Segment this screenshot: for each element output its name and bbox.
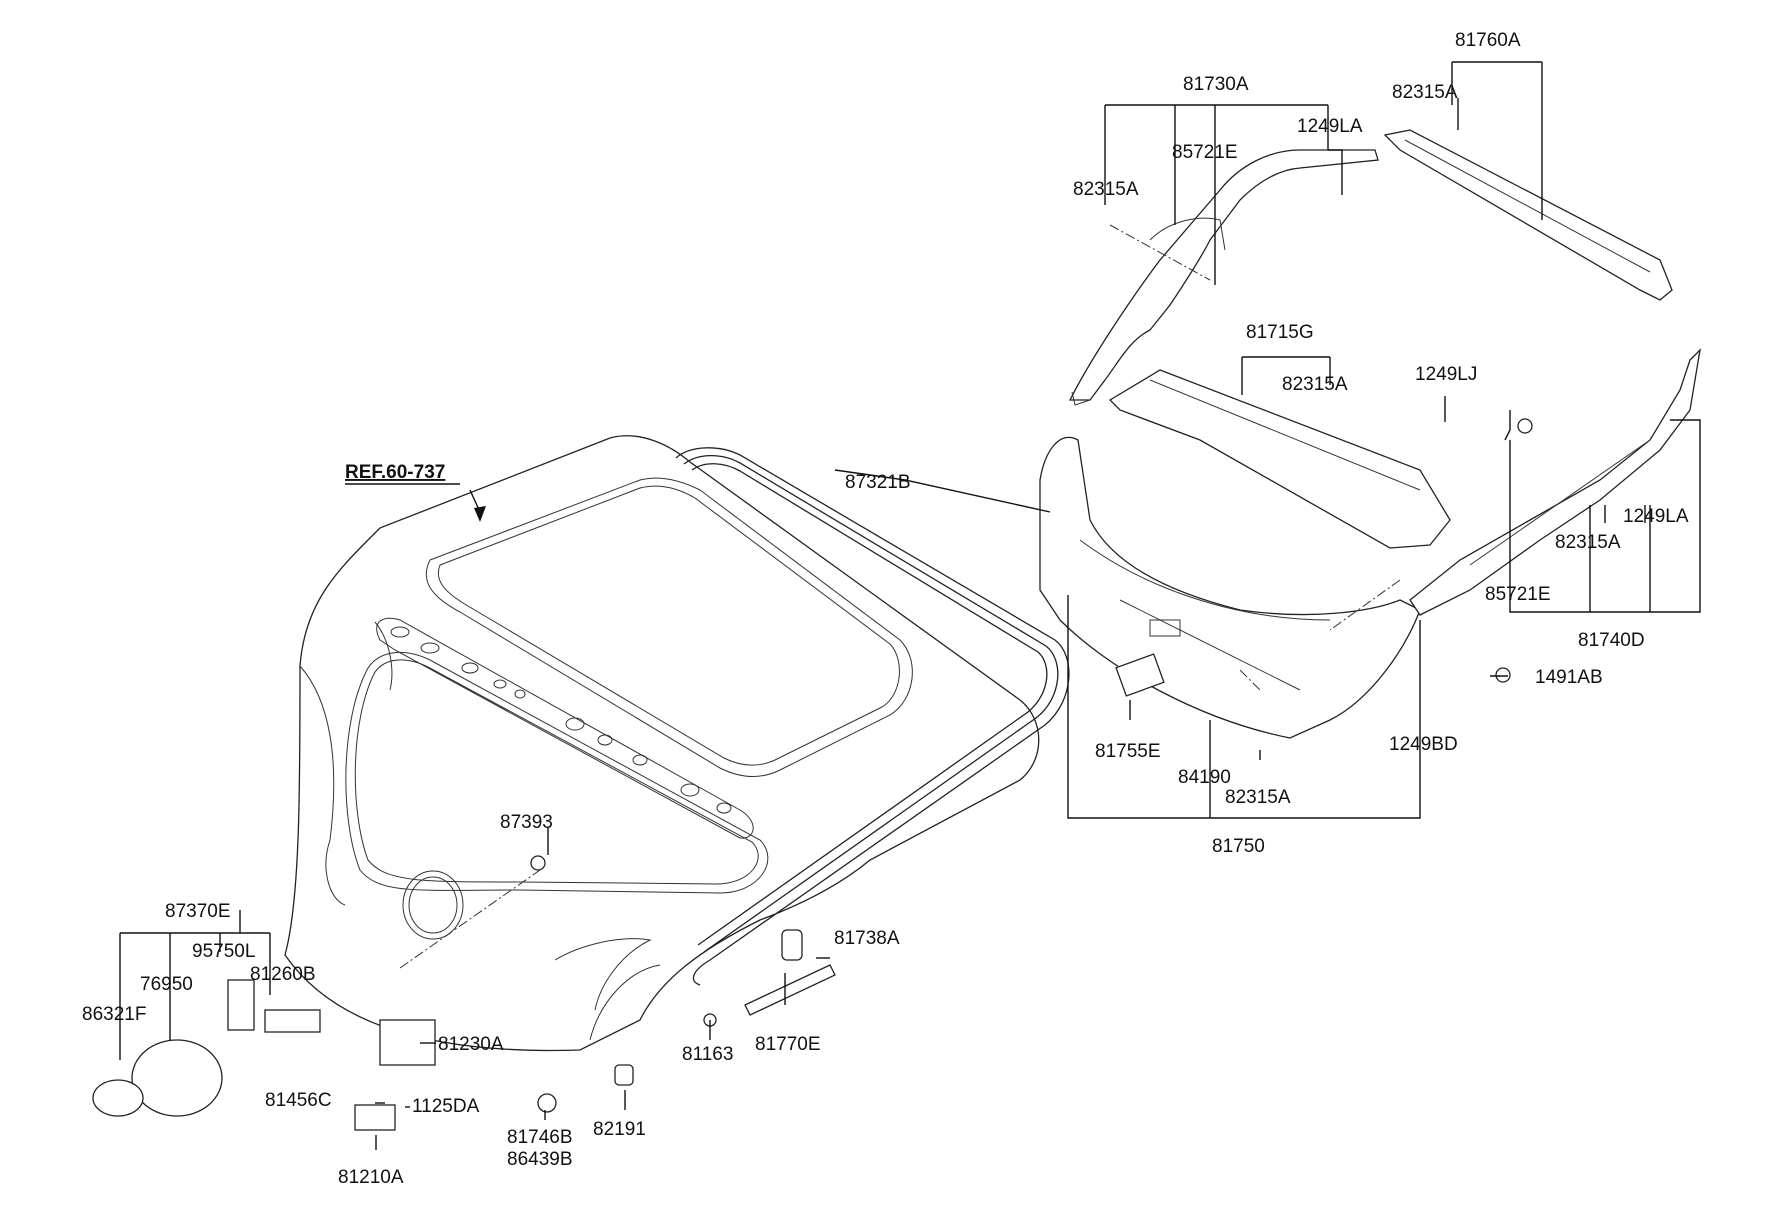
- tailgate-panel: [284, 435, 1040, 1052]
- label-82315A-mid: 82315A: [1282, 374, 1348, 395]
- clip-1249LA: [1517, 418, 1533, 434]
- label-82315A-right: 82315A: [1555, 532, 1621, 553]
- label-81740D: 81740D: [1578, 630, 1645, 651]
- label-1249LA-top: 1249LA: [1297, 116, 1363, 137]
- upper-trim-rail: [1383, 129, 1673, 301]
- label-95750L: 95750L: [192, 941, 255, 962]
- label-81260B: 81260B: [250, 964, 316, 985]
- plug-81746B: [537, 1093, 557, 1113]
- label-84190: 84190: [1178, 767, 1231, 788]
- label-1249LA-right: 1249LA: [1623, 506, 1689, 527]
- side-trim-left: [1068, 149, 1379, 406]
- ref-arrow: [474, 506, 486, 522]
- label-87370E: 87370E: [165, 901, 231, 922]
- label-82315A-bottom: 82315A: [1225, 787, 1291, 808]
- label-81715G: 81715G: [1246, 322, 1314, 343]
- label-81163: 81163: [682, 1044, 733, 1065]
- label-81755E: 81755E: [1095, 741, 1161, 762]
- upper-trim-panel: [1108, 369, 1451, 549]
- handle-cover: [1115, 653, 1165, 697]
- label-86439B: 86439B: [507, 1149, 573, 1170]
- label-81230A: 81230A: [438, 1034, 504, 1055]
- ref-label: REF.60-737: [345, 462, 445, 483]
- label-1491AB: 1491AB: [1535, 667, 1603, 688]
- emblem-76950: [131, 1039, 223, 1117]
- label-81760A: 81760A: [1455, 30, 1521, 51]
- panel-holes: [390, 626, 732, 814]
- gas-strut: [744, 964, 836, 1016]
- label-81210A: 81210A: [338, 1167, 404, 1188]
- label-85721E-top: 85721E: [1172, 142, 1238, 163]
- lamp-81260B: [264, 1009, 321, 1033]
- part-labels: REF.60-737 81760A 81730A 82315A 1249LA 8…: [82, 30, 1689, 1188]
- leader-lines: [119, 61, 1701, 1150]
- side-trim-right: [1409, 348, 1701, 616]
- label-81746B: 81746B: [507, 1127, 573, 1148]
- stopper-82191: [614, 1064, 634, 1086]
- label-81738A: 81738A: [834, 928, 900, 949]
- clip-87393: [530, 855, 546, 871]
- dash-lines: [399, 224, 1401, 969]
- label-82191: 82191: [593, 1119, 646, 1140]
- label-1249BD: 1249BD: [1389, 734, 1458, 755]
- label-87393: 87393: [500, 812, 553, 833]
- label-86321F: 86321F: [82, 1004, 146, 1025]
- nut-1491AB: [1495, 667, 1511, 683]
- label-76950: 76950: [140, 974, 193, 995]
- bumper-81738A: [781, 929, 803, 961]
- switch-95750L: [227, 979, 255, 1031]
- label-85721E-right: 85721E: [1485, 584, 1551, 605]
- label-81730A: 81730A: [1183, 74, 1249, 95]
- striker-81210A: [354, 1104, 396, 1131]
- label-81750: 81750: [1212, 836, 1265, 857]
- label-82315A-top: 82315A: [1392, 82, 1458, 103]
- label-87321B: 87321B: [845, 472, 911, 493]
- emblem-86321F: [92, 1079, 144, 1117]
- weatherstrip-seal: [675, 447, 1070, 986]
- label-1125DA: 1125DA: [412, 1096, 480, 1117]
- label-81770E: 81770E: [755, 1034, 821, 1055]
- label-1249LJ: 1249LJ: [1415, 364, 1477, 385]
- label-82315A-left: 82315A: [1073, 179, 1139, 200]
- latch-81230A: [379, 1019, 436, 1066]
- label-81456C: 81456C: [265, 1090, 332, 1111]
